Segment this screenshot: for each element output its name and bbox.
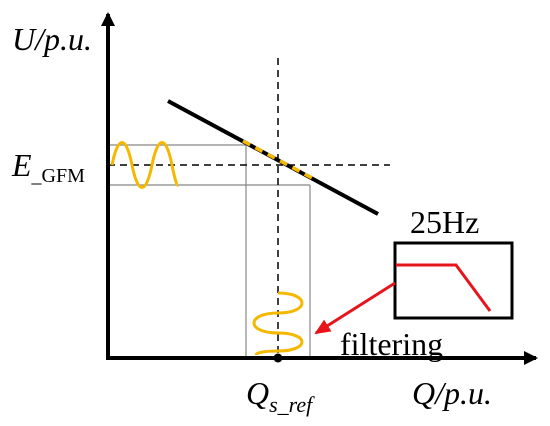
voltage-oscillation-wave <box>110 141 180 189</box>
e-gfm-main: E <box>11 147 32 183</box>
e-gfm-label: E_GFM <box>11 147 85 187</box>
q-ref-label: Qs_ref <box>246 375 315 417</box>
reactive-power-oscillation-wave <box>252 291 304 356</box>
filtering-label: filtering <box>340 326 443 362</box>
reference-dashed-lines <box>108 58 390 358</box>
filter-frequency-label: 25Hz <box>410 204 479 240</box>
q-ref-subscript: s_ref <box>269 392 315 417</box>
guide-lines <box>108 144 311 358</box>
x-axis-label: Q/p.u. <box>412 375 492 411</box>
filter-arrow <box>314 281 396 335</box>
e-gfm-subscript: _GFM <box>31 165 86 187</box>
filter-response-curve <box>396 263 492 312</box>
filter-box <box>393 241 514 320</box>
q-ref-point <box>273 353 283 363</box>
q-ref-main: Q <box>246 375 269 411</box>
y-axis-label: U/p.u. <box>12 21 92 57</box>
